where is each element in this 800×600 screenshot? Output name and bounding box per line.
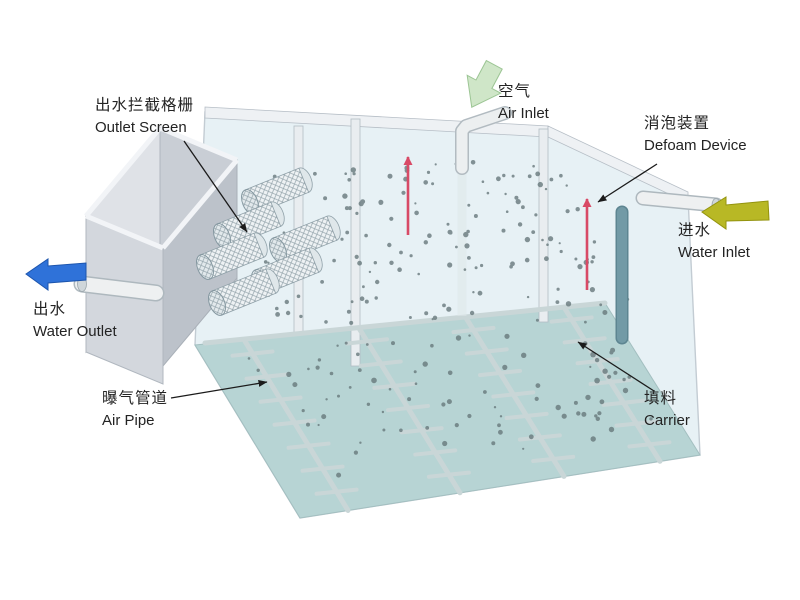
- water-outlet-label-zh: 出水: [33, 301, 67, 318]
- carrier-label-zh: 填料: [644, 390, 678, 407]
- air-inlet-label-en: Air Inlet: [498, 105, 549, 123]
- defoam-device-label-en: Defoam Device: [644, 137, 747, 155]
- water-inlet-label-en: Water Inlet: [678, 244, 750, 262]
- carrier-label-en: Carrier: [644, 412, 690, 430]
- outlet-screen-label-en: Outlet Screen: [95, 119, 187, 137]
- frame-post: [350, 118, 361, 367]
- leader-defoam-device: [597, 163, 658, 203]
- leader-air-pipe: [170, 379, 268, 399]
- outlet-chamber: [84, 125, 239, 385]
- label-air-inlet: 空气 Air Inlet: [498, 80, 549, 126]
- leader-lines: [170, 140, 658, 399]
- leader-carrier: [577, 341, 655, 392]
- water-inlet-arrow-icon: [701, 196, 770, 230]
- label-water-inlet: 进水 Water Inlet: [678, 219, 750, 265]
- air-inlet-pipe: [455, 106, 512, 175]
- label-defoam-device: 消泡装置 Defoam Device: [644, 112, 747, 158]
- water-outlet-label-en: Water Outlet: [33, 323, 117, 341]
- flow-arrows: [403, 156, 592, 290]
- label-air-pipe: 曝气管道 Air Pipe: [102, 387, 168, 433]
- chamber-rim: [84, 125, 239, 251]
- air-inlet-label-zh: 空气: [498, 83, 532, 100]
- air-inlet-arrow-icon: [466, 59, 503, 108]
- label-outlet-screen: 出水拦截格栅 Outlet Screen: [95, 94, 194, 140]
- air-pipe-label-en: Air Pipe: [102, 412, 155, 430]
- label-carrier: 填料 Carrier: [644, 387, 690, 433]
- label-water-outlet: 出水 Water Outlet: [33, 298, 117, 344]
- frame-post: [538, 128, 549, 323]
- leader-outlet-screen: [183, 140, 248, 233]
- defoam-device-label-zh: 消泡装置: [644, 115, 711, 132]
- water-outlet-arrow-icon: [25, 258, 87, 291]
- outlet-screen-label-zh: 出水拦截格栅: [95, 97, 195, 114]
- air-pipe-grid: [202, 300, 672, 513]
- water-inlet-label-zh: 进水: [678, 222, 712, 239]
- air-pipe-label-zh: 曝气管道: [102, 390, 169, 407]
